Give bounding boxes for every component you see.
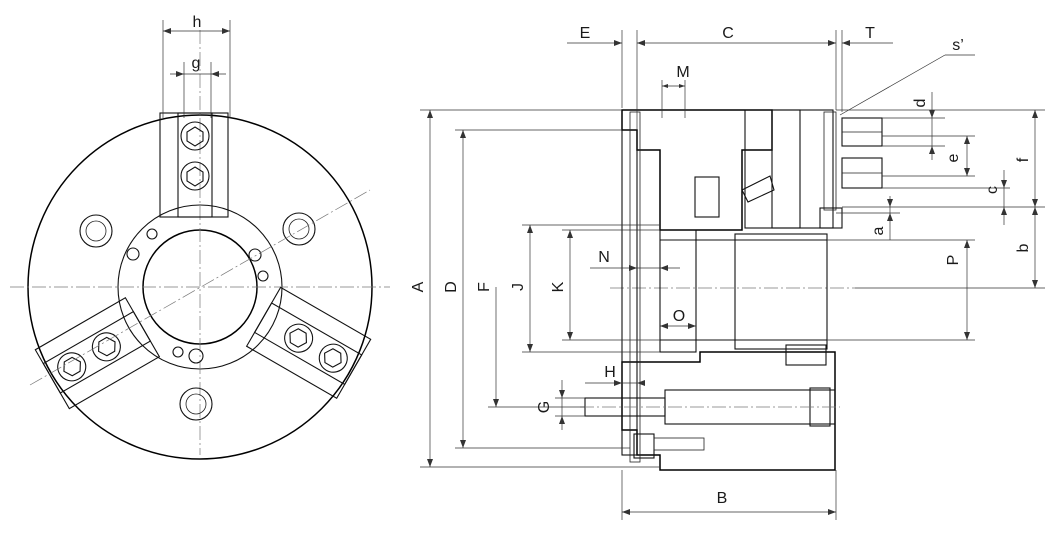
left-jaw	[245, 286, 372, 400]
label-C: C	[722, 25, 734, 42]
label-F: F	[476, 282, 493, 292]
dimension-a-main: A	[410, 109, 660, 468]
label-a: a	[870, 226, 887, 235]
dimension-h: h	[162, 14, 231, 118]
dimension-h-main: H	[585, 364, 645, 386]
label-h: h	[193, 14, 202, 31]
label-b: b	[1015, 243, 1032, 252]
face-plate	[621, 129, 638, 456]
label-N: N	[598, 249, 610, 266]
label-A: A	[410, 281, 427, 292]
dimension-c: C	[637, 25, 843, 112]
label-c: c	[984, 186, 1001, 194]
dimension-b: b	[855, 207, 1045, 289]
label-E: E	[580, 25, 591, 42]
label-M: M	[676, 64, 689, 81]
dimension-f: f	[836, 109, 1045, 207]
dimension-p: P	[827, 239, 975, 341]
dimension-d: d	[882, 92, 945, 160]
label-e: e	[945, 153, 962, 162]
dimension-f-main: F	[476, 282, 585, 408]
label-K: K	[550, 281, 567, 292]
label-B: B	[717, 490, 728, 507]
dimension-e-lower: e	[882, 135, 975, 177]
label-G: G	[536, 401, 553, 413]
jaw-screw-icon	[180, 161, 210, 191]
label-f: f	[1015, 157, 1032, 162]
jaw-screw-icon	[284, 323, 314, 353]
right-jaw	[34, 296, 161, 410]
spring	[694, 176, 720, 218]
jaw-serration	[823, 111, 837, 211]
body-section-upper	[621, 109, 773, 231]
mounting-screws	[79, 212, 316, 421]
dimension-g-main: G	[536, 380, 585, 430]
label-g: g	[192, 55, 201, 72]
dimension-g: g	[170, 55, 226, 118]
jaw-screw-icon	[91, 332, 121, 362]
dimension-j: J	[510, 224, 660, 353]
dimension-o: O	[660, 308, 696, 329]
dimension-m: M	[661, 64, 690, 118]
section-view: E C T s’ M	[410, 25, 1045, 520]
jaw-screw-icon	[180, 121, 210, 151]
dimension-b-main: B	[621, 470, 837, 520]
jaw-bolts	[819, 117, 883, 229]
label-s-prime: s’	[952, 37, 964, 54]
label-O: O	[673, 308, 685, 325]
front-view: h g	[10, 14, 390, 460]
label-J: J	[510, 283, 527, 291]
dimension-k: K	[550, 229, 660, 341]
leader-s-prime: s’	[839, 37, 975, 116]
dimension-a: a	[836, 196, 900, 240]
mounting-bolt	[580, 344, 840, 459]
label-P: P	[945, 255, 962, 266]
dimension-n: N	[590, 249, 680, 271]
top-jaw	[159, 112, 229, 218]
label-T: T	[865, 25, 875, 42]
dimension-d-main: D	[443, 129, 630, 449]
label-H: H	[604, 364, 616, 381]
dimension-t: T	[842, 25, 893, 46]
label-d: d	[912, 99, 929, 108]
label-D: D	[443, 281, 460, 293]
jaw-screw-icon	[57, 352, 87, 382]
bore-sleeve	[659, 229, 697, 353]
dimension-e: E	[567, 25, 645, 130]
dimension-c-lower: c	[842, 170, 1045, 225]
jaw-screw-icon	[318, 343, 348, 373]
body-section-lower	[621, 351, 836, 471]
